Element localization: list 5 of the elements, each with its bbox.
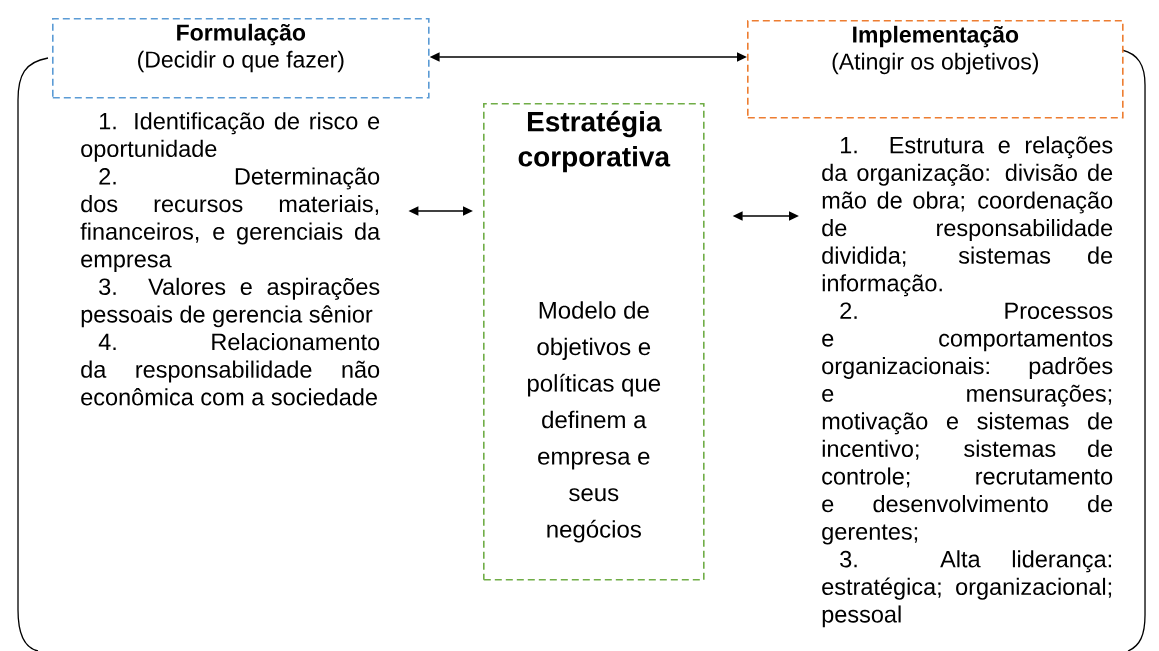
list-text: 1. Identificação de risco e oportunidade 2. Determinação dos recursos materiais, financeiros, e gerenciais da empresa 3. Valores e aspirações pessoais de gerencia sênior 4. Relacionamento da responsabilidade não econômica com a sociedade	[80, 112, 381, 406]
title-box: Implementação (Atingir os objetivos)	[747, 20, 1124, 119]
strategy-box: Estratégia corporativa Modelo de objetivos e políticas que definem a empresa e seus negócios	[483, 103, 705, 581]
title-box: Formulação (Decidir o que fazer)	[52, 18, 430, 99]
list-text: 1. Estrutura e relações da organização: divisão de mão de obra; coordenação de responsabilidade dividida; sistemas de informação. 2. Processos e comportamentos organizacionais: padrões e mensurações; motivação e sistemas de incentivo; sistemas de controle; recrutamento e desenvolvimento de gerentes; 3. Alta liderança: estratégica; organizacional; pessoal	[822, 136, 1113, 628]
